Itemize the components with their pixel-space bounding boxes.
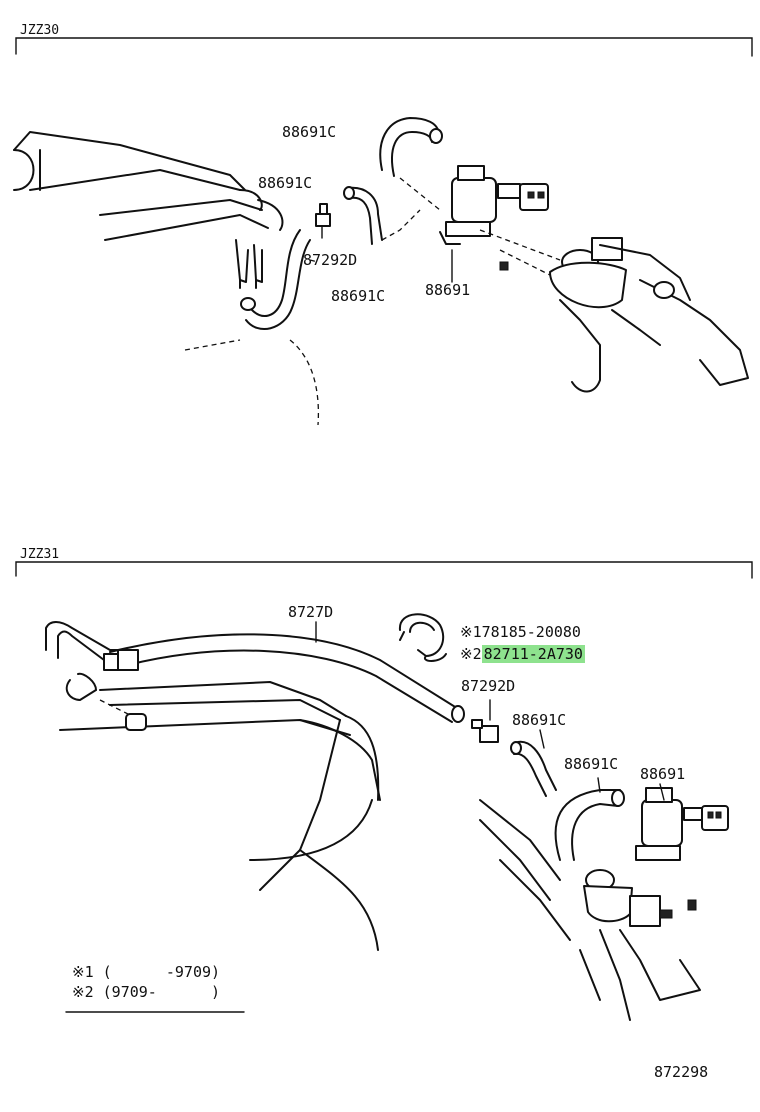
section-bracket-bottom bbox=[15, 561, 753, 579]
fuel-lines-top bbox=[235, 239, 263, 289]
section-title-jzz31: JZZ31 bbox=[20, 547, 60, 562]
hose-88691c-middle-top bbox=[343, 186, 421, 245]
clip-78185-bottom bbox=[398, 613, 447, 662]
callout-8727d-bottom: 8727D bbox=[288, 603, 334, 621]
engine-block-top bbox=[13, 131, 320, 426]
part-number-2-highlighted[interactable]: 82711-2A730 bbox=[481, 645, 585, 663]
diagram-id: 872298 bbox=[654, 1063, 709, 1081]
vsv-88691-bottom bbox=[635, 783, 729, 911]
hose-88691c-lower-top bbox=[240, 229, 311, 330]
callout-87292d-top: 87292D bbox=[303, 251, 358, 269]
part-mark-1: ※1 bbox=[460, 623, 482, 641]
legend-row-1: ※1 ( -9709) bbox=[72, 964, 220, 981]
section-bracket-top bbox=[15, 37, 753, 57]
legend-range-1: ( -9709) bbox=[102, 963, 221, 981]
callout-88691c-upper-top: 88691C bbox=[282, 123, 337, 141]
vsv-connector-87292d-bottom bbox=[471, 699, 499, 743]
callout-88691-bottom: 88691 bbox=[640, 765, 686, 783]
canister-top bbox=[479, 229, 749, 393]
hose-88691c-bottom-1 bbox=[510, 729, 557, 797]
hose-88691c-bottom-2 bbox=[554, 777, 625, 861]
part-row-1: ※178185-20080 bbox=[460, 624, 581, 641]
hose-8727d-bottom bbox=[103, 621, 465, 723]
legend-mark-2: ※2 bbox=[72, 983, 94, 1001]
callout-88691c-bottom-2: 88691C bbox=[564, 755, 619, 773]
legend-mark-1: ※1 bbox=[72, 963, 94, 981]
legend-row-2: ※2 (9709- ) bbox=[72, 984, 220, 1001]
callout-88691-top: 88691 bbox=[425, 281, 471, 299]
hose-left-bottom bbox=[45, 621, 147, 731]
canister-bottom bbox=[479, 799, 701, 1021]
engine-block-bottom bbox=[59, 681, 381, 951]
callout-88691c-bottom-1: 88691C bbox=[512, 711, 567, 729]
callout-88691c-middle-top: 88691C bbox=[258, 174, 313, 192]
hose-88691c-upper-top bbox=[379, 117, 443, 211]
part-mark-2: ※2 bbox=[460, 645, 482, 663]
section-title-jzz30: JZZ30 bbox=[20, 23, 60, 38]
legend-range-2: (9709- ) bbox=[102, 983, 221, 1001]
callout-88691c-lower-top: 88691C bbox=[331, 287, 386, 305]
vsv-connector-87292d-top bbox=[315, 203, 331, 239]
vsv-88691-top bbox=[439, 165, 549, 283]
callout-87292d-bottom: 87292D bbox=[461, 677, 516, 695]
part-number-1: 78185-20080 bbox=[481, 623, 581, 641]
